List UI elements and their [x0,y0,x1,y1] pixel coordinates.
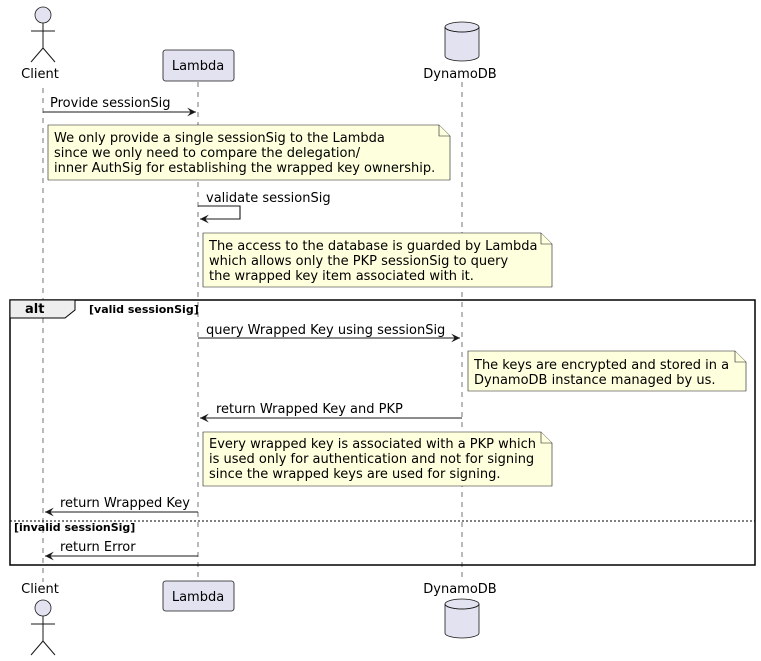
participant-lambda-bottom: Lambda [162,580,235,612]
note-line: which allows only the PKP sessionSig to … [209,254,509,269]
participant-dynamodb-top: DynamoDB [423,21,497,82]
participant-label: DynamoDB [423,582,496,597]
message-label: return Wrapped Key [60,496,190,511]
database-icon [444,598,480,639]
note-4: Every wrapped key is associated with a P… [202,431,553,487]
note-line: The keys are encrypted and stored in a [473,358,729,373]
alt-condition-invalid: [invalid sessionSig] [14,521,135,534]
participant-client-top: Client [21,6,59,82]
alt-condition-valid: [valid sessionSig] [89,303,199,316]
note-line: Every wrapped key is associated with a P… [209,437,536,452]
alt-fragment: alt [valid sessionSig] [invalid sessionS… [9,299,756,566]
message-label: return Error [60,540,136,555]
note-line: since we only need to compare the delega… [54,146,361,161]
participant-label: Lambda [172,590,224,605]
note-1: We only provide a single sessionSig to t… [47,124,451,181]
participant-lambda-top: Lambda [162,49,235,82]
alt-keyword: alt [25,302,44,317]
participant-label: DynamoDB [423,67,496,82]
message-label: Provide sessionSig [50,96,171,111]
message-validate-sessionsig [198,205,241,224]
message-label: return Wrapped Key and PKP [216,402,403,417]
note-line: inner AuthSig for establishing the wrapp… [54,161,435,176]
note-3: The keys are encrypted and stored in a D… [467,350,747,392]
note-line: is used only for authentication and not … [209,452,534,467]
note-line: the wrapped key item associated with it. [209,269,474,284]
actor-icon [30,599,56,656]
participant-label: Lambda [172,59,224,74]
participant-label: Client [21,582,59,597]
note-line: We only provide a single sessionSig to t… [54,131,385,146]
note-2: The access to the database is guarded by… [202,232,553,288]
database-icon [444,21,480,62]
participant-client-bottom: Client [21,582,59,656]
participant-label: Client [21,67,59,82]
note-line: DynamoDB instance managed by us. [474,373,715,388]
note-line: since the wrapped keys are used for sign… [209,467,501,482]
note-line: The access to the database is guarded by… [208,239,537,254]
participant-dynamodb-bottom: DynamoDB [423,582,497,639]
message-label: query Wrapped Key using sessionSig [206,323,445,338]
message-label: validate sessionSig [206,191,331,206]
actor-icon [30,6,56,63]
